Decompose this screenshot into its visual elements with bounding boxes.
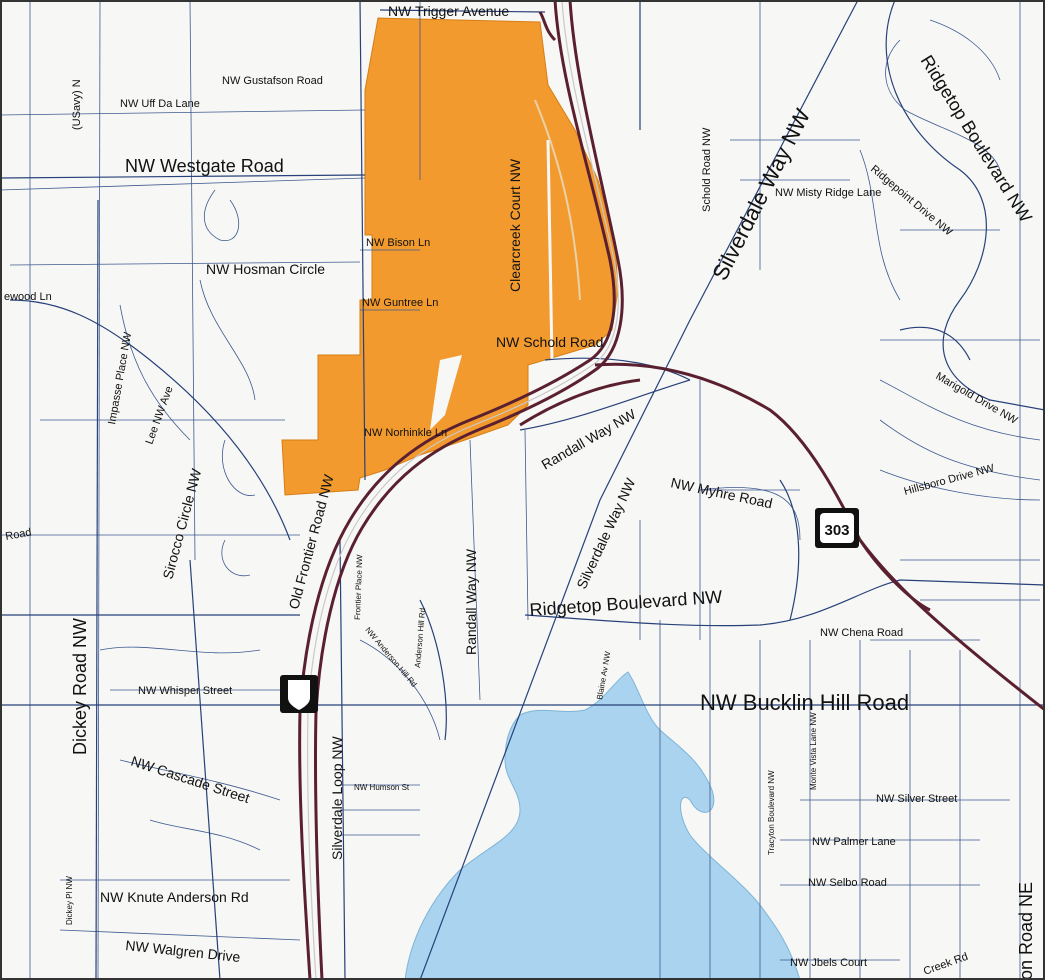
parcel-road-stripe-2 — [534, 99, 581, 301]
sr303-shield: 303 — [815, 508, 859, 548]
water-body — [404, 671, 801, 980]
label-dickey-road: Dickey Road NW — [70, 618, 90, 755]
sr303-number: 303 — [824, 522, 849, 539]
label-gustafson-road: NW Gustafson Road — [222, 75, 323, 87]
label-schold-road-vertical: Schold Road NW — [701, 127, 713, 212]
label-selbo-road: NW Selbo Road — [808, 877, 887, 889]
label-hosman-circle: NW Hosman Circle — [206, 261, 325, 277]
sr3-shield: 3 — [280, 675, 318, 713]
label-silverdale-loop: Silverdale Loop NW — [329, 735, 345, 860]
label-bucklin-hill-road: NW Bucklin Hill Road — [700, 690, 909, 715]
label-road-left: Road — [4, 527, 32, 543]
label-road-ne: on Road NE — [1016, 882, 1036, 980]
label-whisper-street: NW Whisper Street — [138, 685, 232, 697]
highways — [298, 0, 1045, 980]
label-norhinkle-ln: NW Norhinkle Ln — [364, 427, 447, 439]
label-humson-st: NW Humson St — [354, 783, 410, 792]
label-guntree-ln: NW Guntree Ln — [362, 297, 438, 309]
label-dickey-pl: Dickey Pl NW — [65, 876, 74, 925]
label-jbels-court: NW Jbels Court — [790, 957, 867, 969]
label-tracyton-boulevard: Tracyton Boulevard NW — [767, 770, 776, 855]
label-bison-ln: NW Bison Ln — [366, 237, 430, 249]
label-usavy: (USavy) N — [71, 79, 83, 130]
label-monte-vista-lane: Monte Vista Lane NW — [809, 712, 818, 790]
label-uff-da-lane: NW Uff Da Lane — [120, 98, 200, 110]
label-chena-road: NW Chena Road — [820, 627, 903, 639]
label-clearcreek-court: Clearcreek Court NW — [507, 158, 523, 292]
label-misty-ridge-lane: NW Misty Ridge Lane — [775, 187, 881, 199]
label-westgate-road: NW Westgate Road — [125, 156, 284, 176]
label-frontier-place: Frontier Place NW — [353, 554, 364, 620]
label-nw-schold-road: NW Schold Road — [496, 334, 603, 350]
parcel-road-stripe — [546, 139, 554, 361]
label-wood-ln: ewood Ln — [4, 291, 52, 303]
sr3-number: 3 — [295, 687, 304, 704]
label-knute-anderson: NW Knute Anderson Rd — [100, 889, 249, 905]
label-trigger-avenue: NW Trigger Avenue — [388, 3, 509, 19]
label-silver-street: NW Silver Street — [876, 793, 957, 805]
label-palmer-lane: NW Palmer Lane — [812, 836, 896, 848]
parcel-cutout — [430, 355, 462, 430]
label-randall-way-vertical: Randall Way NW — [463, 548, 479, 655]
